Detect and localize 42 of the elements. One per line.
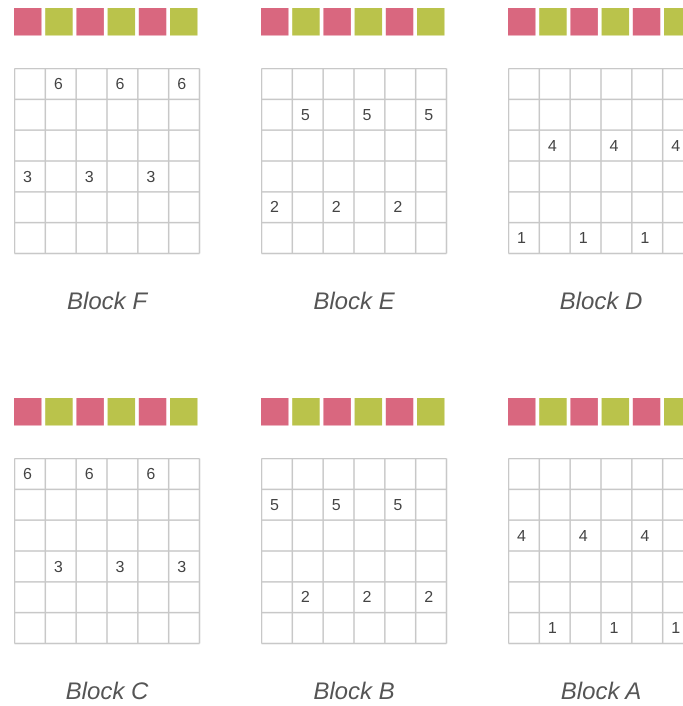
cell-number: 6 [46,69,77,100]
cell-number: 5 [292,100,324,131]
cell-number: 5 [385,490,416,521]
cell-number: 1 [540,613,571,644]
cell-number: 6 [169,69,200,100]
cell-number: 2 [324,192,355,224]
cell-number: 2 [292,582,324,614]
cell-number: 3 [169,552,200,582]
block-label: Block D [558,288,644,316]
cell-number: 5 [354,100,386,131]
cell-number: 3 [76,162,108,192]
cell-number: 4 [540,130,571,162]
cell-number: 3 [138,162,170,192]
block-label: Block C [64,678,150,706]
cell-number: 6 [15,459,46,490]
cell-number: 4 [663,130,683,162]
cell-number: 1 [570,223,602,254]
cell-number: 5 [416,100,448,131]
block-label: Block F [66,288,150,316]
cell-number: 4 [570,520,602,552]
cell-number: 4 [632,520,664,552]
cell-number: 3 [15,162,46,192]
cell-number: 4 [602,130,632,162]
block-label: Block B [312,678,396,706]
block-label: Block E [312,288,396,316]
cell-number: 5 [262,490,293,521]
cell-number: 5 [324,490,355,521]
cell-number: 6 [76,459,108,490]
cell-number: 1 [663,613,683,644]
cell-number: 4 [509,520,540,552]
cell-number: 1 [632,223,664,254]
cell-number: 2 [385,192,416,224]
cell-number: 2 [354,582,386,614]
cell-number: 6 [138,459,170,490]
cell-number: 2 [416,582,448,614]
block-label: Block A [560,678,642,706]
cell-number: 6 [108,69,138,100]
cell-number: 1 [509,223,540,254]
cell-number: 2 [262,192,293,224]
cell-number: 3 [108,552,138,582]
cell-number: 1 [602,613,632,644]
cell-number: 3 [46,552,77,582]
